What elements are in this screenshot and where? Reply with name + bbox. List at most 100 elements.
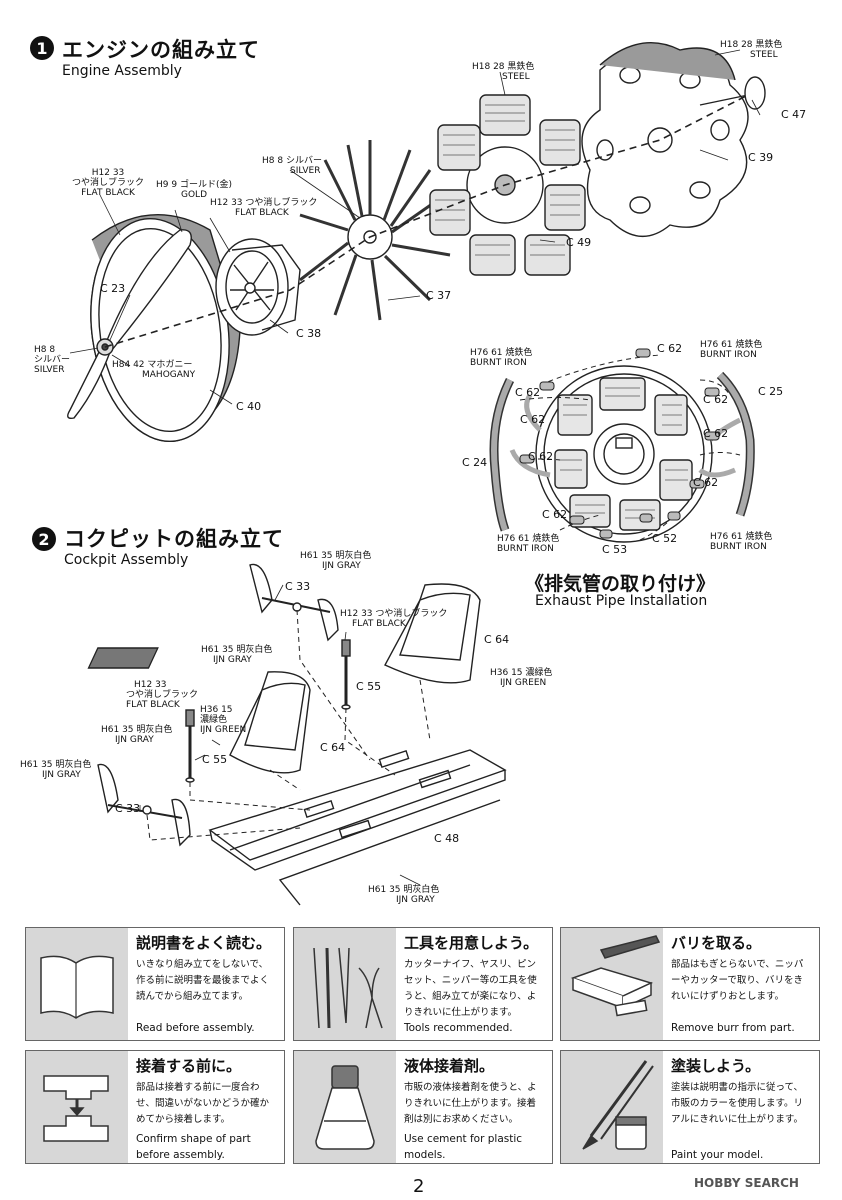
crankcase-front-drawing xyxy=(581,42,749,238)
tip-title: バリを取る。 xyxy=(671,934,762,952)
tip-text-jp: 塗装は説明書の指示に従って、市販のカラーを使用します。リアルにきれいに仕上がりま… xyxy=(671,1082,804,1125)
step-number-1: 1 xyxy=(30,36,54,60)
part-c62-h: C 62 xyxy=(542,508,568,521)
tip-title: 液体接着剤。 xyxy=(404,1057,495,1075)
paint-label-ijn-gray-bottom: H61 35 明灰白色 IJN GRAY xyxy=(368,885,440,905)
exhaust-engine-drawing xyxy=(535,365,713,543)
step1-title-jp: エンジンの組み立て xyxy=(62,38,260,62)
part-c52: C 52 xyxy=(652,532,678,545)
tip-painting: 塗装しよう。 塗装は説明書の指示に従って、市販のカラーを使用します。リアルにきれ… xyxy=(560,1050,820,1164)
paint-label-burnt-iron-bottom-right: H76 61 焼鉄色 BURNT IRON xyxy=(710,532,773,552)
part-c62-b: C 62 xyxy=(515,386,541,399)
paint-label-mahogany: H84 42 マホガニー MAHOGANY xyxy=(112,360,196,380)
paint-label-flat-black-b: H12 33 つや消しブラック FLAT BLACK xyxy=(210,198,318,218)
part-c62-d: C 62 xyxy=(520,413,546,426)
tip-text-jp: 部品は接着する前に一度合わせ、間違いがないかどうか確かめてから接着します。 xyxy=(136,1082,270,1125)
part-c24: C 24 xyxy=(462,456,488,469)
part-c49: C 49 xyxy=(566,236,592,249)
part-c53: C 53 xyxy=(602,543,628,556)
part-c25: C 25 xyxy=(758,385,784,398)
tip-text-en: Use cement for plastic models. xyxy=(404,1133,523,1161)
tools-icon xyxy=(294,928,396,1040)
paint-label-flat-black-left: H12 33 つや消しブラック FLAT BLACK xyxy=(126,680,199,710)
page-number: 2 xyxy=(413,1176,425,1197)
step-number-2: 2 xyxy=(32,527,56,551)
paint-label-silver-top: H8 8 シルバー SILVER xyxy=(262,156,322,176)
paint-label-steel-top: H18 28 黒鉄色 STEEL xyxy=(720,40,783,60)
exhaust-title-jp: 《排気管の取り付け》 xyxy=(525,573,716,595)
crankshaft-drawing xyxy=(699,76,766,110)
control-stick-right-drawing xyxy=(341,639,351,710)
seat-right-drawing xyxy=(87,583,481,684)
tip-text-jp: カッターナイフ、ヤスリ、ピンセット、ニッパー等の工具を使うと、組み立てが楽になり… xyxy=(404,959,537,1018)
tip-prepare-tools: 工具を用意しよう。 カッターナイフ、ヤスリ、ピンセット、ニッパー等の工具を使うと… xyxy=(293,927,553,1041)
tip-text-jp: 市販の液体接着剤を使うと、よりきれいに仕上がります。接着剤は別にお求めください。 xyxy=(404,1082,537,1125)
cowling-ring-drawing xyxy=(90,214,241,443)
tip-text-jp: いきなり組み立てをしないで、作る前に説明書を最後までよく読んでから組み立てます。 xyxy=(136,959,270,1002)
paint-label-silver-left: H8 8 シルバー SILVER xyxy=(34,345,71,375)
paint-label-steel-mid: H18 28 黒鉄色 STEEL xyxy=(472,62,535,82)
paint-label-ijn-gray-top: H61 35 明灰白色 IJN GRAY xyxy=(300,551,372,571)
tip-text-en: Read before assembly. xyxy=(136,1022,255,1034)
part-c48: C 48 xyxy=(434,832,460,845)
paint-label-ijn-green-right: H36 15 濃緑色 IJN GREEN xyxy=(490,668,553,688)
tip-remove-burr: バリを取る。 部品はもぎとらないで、ニッパーやカッターで取り、バリをきれいにけず… xyxy=(560,927,820,1041)
part-c62-a: C 62 xyxy=(657,342,683,355)
tip-title: 塗装しよう。 xyxy=(671,1057,761,1075)
paint-label-flat-black-a: H12 33 つや消しブラック FLAT BLACK xyxy=(72,168,145,198)
tip-text-en: Tools recommended. xyxy=(404,1022,513,1034)
part-c64-left: C 64 xyxy=(320,741,346,754)
tip-before-gluing: 接着する前に。 部品は接着する前に一度合わせ、間違いがないかどうか確かめてから接… xyxy=(25,1050,285,1164)
paint-label-gold: H9 9 ゴールド(金) GOLD xyxy=(156,180,232,200)
tip-read-instructions: 説明書をよく読む。 いきなり組み立てをしないで、作る前に説明書を最後までよく読ん… xyxy=(25,927,285,1041)
file-burr-icon xyxy=(561,928,663,1040)
paint-label-ijn-gray-left-b: H61 35 明灰白色 IJN GRAY xyxy=(20,760,92,780)
part-c40: C 40 xyxy=(236,400,262,413)
tip-text-en: Paint your model. xyxy=(671,1149,764,1161)
step2-title-en: Cockpit Assembly xyxy=(64,552,189,568)
step1-title-en: Engine Assembly xyxy=(62,63,182,79)
rudder-pedals-left-drawing xyxy=(97,763,191,847)
part-c62-c: C 62 xyxy=(703,393,729,406)
part-c33-top: C 33 xyxy=(285,580,311,593)
watermark-logo: HOBBY SEARCH xyxy=(694,1176,799,1190)
part-c55-left: C 55 xyxy=(202,753,228,766)
part-c47: C 47 xyxy=(781,108,807,121)
part-c64-right: C 64 xyxy=(484,633,510,646)
step2-title-jp: コクピットの組み立て xyxy=(64,527,284,551)
part-c62-e: C 62 xyxy=(703,427,729,440)
paint-brush-icon xyxy=(561,1051,663,1163)
tip-text-jp: 部品はもぎとらないで、ニッパーやカッターで取り、バリをきれいにけずりおとします。 xyxy=(671,959,804,1002)
part-c33-left: C 33 xyxy=(115,802,141,815)
paint-label-flat-black-right: H12 33 つや消しブラック FLAT BLACK xyxy=(340,609,448,629)
control-stick-left-drawing xyxy=(185,709,195,783)
paint-label-ijn-gray-mid: H61 35 明灰白色 IJN GRAY xyxy=(201,645,273,665)
cement-bottle-icon xyxy=(294,1051,396,1163)
part-c55-right: C 55 xyxy=(356,680,382,693)
tip-title: 接着する前に。 xyxy=(136,1057,242,1075)
cockpit-floor-drawing xyxy=(208,749,507,906)
paint-label-burnt-iron-right: H76 61 焼鉄色 BURNT IRON xyxy=(700,340,763,360)
tip-title: 工具を用意しよう。 xyxy=(404,934,539,952)
paint-label-burnt-iron-left: H76 61 焼鉄色 BURNT IRON xyxy=(470,348,533,368)
crankcase-drawing xyxy=(215,238,301,336)
part-c62-f: C 62 xyxy=(528,450,554,463)
fit-parts-icon xyxy=(26,1051,128,1163)
rudder-pedals-top-drawing xyxy=(249,563,339,642)
part-c38: C 38 xyxy=(296,327,322,340)
open-book-icon xyxy=(26,928,128,1040)
exhaust-title-en: Exhaust Pipe Installation xyxy=(535,593,708,609)
part-c62-g: C 62 xyxy=(693,476,719,489)
tip-liquid-cement: 液体接着剤。 市販の液体接着剤を使うと、よりきれいに仕上がります。接着剤は別にお… xyxy=(293,1050,553,1164)
tip-text-en: Confirm shape of part before assembly. xyxy=(136,1133,251,1161)
tip-title: 説明書をよく読む。 xyxy=(136,934,272,952)
part-c37: C 37 xyxy=(426,289,452,302)
part-c23: C 23 xyxy=(100,282,126,295)
seat-left-drawing xyxy=(229,671,311,774)
paint-label-ijn-green-left: H36 15 濃緑色 IJN GREEN xyxy=(200,705,247,735)
tip-text-en: Remove burr from part. xyxy=(671,1022,795,1034)
paint-label-burnt-iron-bottom-left: H76 61 焼鉄色 BURNT IRON xyxy=(497,534,560,554)
part-c39: C 39 xyxy=(748,151,774,164)
paint-label-ijn-gray-left-a: H61 35 明灰白色 IJN GRAY xyxy=(101,725,173,745)
